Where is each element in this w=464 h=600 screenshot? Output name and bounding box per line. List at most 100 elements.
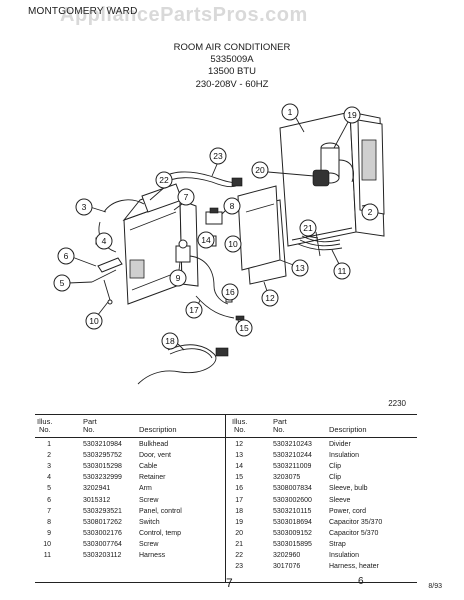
part-description: Screw [139,540,159,548]
svg-text:23: 23 [213,151,223,161]
illus-number: 1 [47,441,51,448]
divider-part [237,185,287,285]
power-rating: 230-208V - 60HZ [195,79,269,90]
part-description: Clip [329,463,342,471]
svg-text:19: 19 [347,110,357,120]
callout-1: 1 [281,103,299,121]
illus-number: 10 [43,540,51,548]
illus-number: 18 [235,507,243,515]
heater-harness-part [159,171,243,188]
footer-mark-2: 6 [358,576,364,587]
illus-number: 7 [47,507,51,515]
part-description: Switch [139,518,160,526]
part-description: Divider [329,441,351,448]
part-number: 5303210984 [83,441,122,448]
part-description: Door, vent [139,452,171,460]
part-description: Panel, control [139,507,182,515]
part-description: Power, cord [329,507,366,515]
svg-text:9: 9 [176,273,181,283]
header-no-left: No. [39,425,51,434]
svg-text:2: 2 [368,207,373,217]
callout-3: 3 [75,198,93,216]
illus-number: 11 [43,552,51,559]
part-description: Insulation [329,552,359,559]
illus-number: 5 [47,485,51,493]
part-number: 5303203112 [83,552,122,559]
svg-text:8: 8 [230,201,235,211]
illus-number: 23 [235,563,243,571]
callout-15: 15 [235,319,253,337]
harness-part [297,231,343,257]
callout-18: 18 [161,332,179,350]
part-number: 3203075 [273,474,301,482]
illus-number: 14 [235,463,243,471]
callout-13: 13 [291,259,309,277]
illus-number: 19 [235,518,243,526]
svg-text:14: 14 [201,235,211,245]
part-number: 5303295752 [83,452,122,460]
callout-10: 10 [85,312,103,330]
svg-text:3: 3 [82,202,87,212]
svg-text:20: 20 [255,165,265,175]
table-divider [225,414,226,582]
illus-number: 22 [235,552,243,559]
part-description: Insulation [329,452,359,460]
illus-number: 3 [47,463,51,471]
illus-number: 8 [47,518,51,526]
vent-door-part [357,119,385,215]
part-number: 5303293521 [83,507,122,515]
model-number: 5335009A [210,54,254,65]
callout-2: 2 [361,203,379,221]
part-number: 5303002600 [273,496,312,504]
part-number: 5303018694 [273,518,312,526]
header-partno-right: No. [273,425,285,434]
callout-11: 11 [333,262,351,280]
illus-number: 16 [235,485,243,493]
switch-part [205,207,223,225]
svg-text:1: 1 [288,107,293,117]
part-description: Sleeve [329,496,351,504]
illus-number: 4 [47,474,51,482]
part-number: 5303211009 [273,463,312,471]
part-description: Bulkhead [139,441,169,448]
revision-date: 8/93 [428,583,442,590]
part-description: Strap [329,540,346,548]
diagram-title: ROOM AIR CONDITIONER [173,42,291,53]
illus-number: 9 [47,529,51,537]
brand-name: MONTGOMERY WARD [28,6,138,17]
svg-text:18: 18 [165,336,175,346]
callout-9: 9 [169,269,187,287]
header-part-right: Part [273,417,287,426]
illus-number: 21 [235,540,243,548]
part-description: Capacitor 35/370 [329,518,383,526]
illus-number: 12 [235,441,243,448]
part-description: Clip [329,474,342,482]
illus-number: 13 [235,452,243,460]
table-top-rule [35,414,417,415]
callout-14: 14 [197,231,215,249]
callout-10b: 10 [224,235,242,253]
part-number: 5303009152 [273,529,312,537]
svg-text:11: 11 [338,266,347,276]
watermark: AppliancePartsPros.com [60,4,308,26]
part-description: Harness, heater [329,563,379,571]
part-number: 5303002176 [83,529,122,537]
callout-19: 19 [343,106,361,124]
callout-20: 20 [251,161,269,179]
svg-text:16: 16 [225,287,235,297]
illus-number: 20 [235,529,243,537]
callout-23: 23 [209,147,227,165]
table-bottom-rule [35,582,417,583]
header-illus-left: Illus. [37,417,53,426]
callout-8: 8 [223,197,241,215]
part-description: Control, temp [139,529,182,537]
part-number: 5303232999 [83,474,122,482]
exploded-view: 1 2 3 4 5 6 7 8 9 10 10 11 12 13 14 15 1… [53,103,385,385]
part-description: Cable [139,463,158,471]
power-cord-part [137,344,229,385]
svg-text:6: 6 [64,251,69,261]
part-number: 5303210243 [273,441,312,448]
svg-text:13: 13 [295,263,305,273]
svg-text:7: 7 [184,192,189,202]
header-part-left: Part [83,417,97,426]
